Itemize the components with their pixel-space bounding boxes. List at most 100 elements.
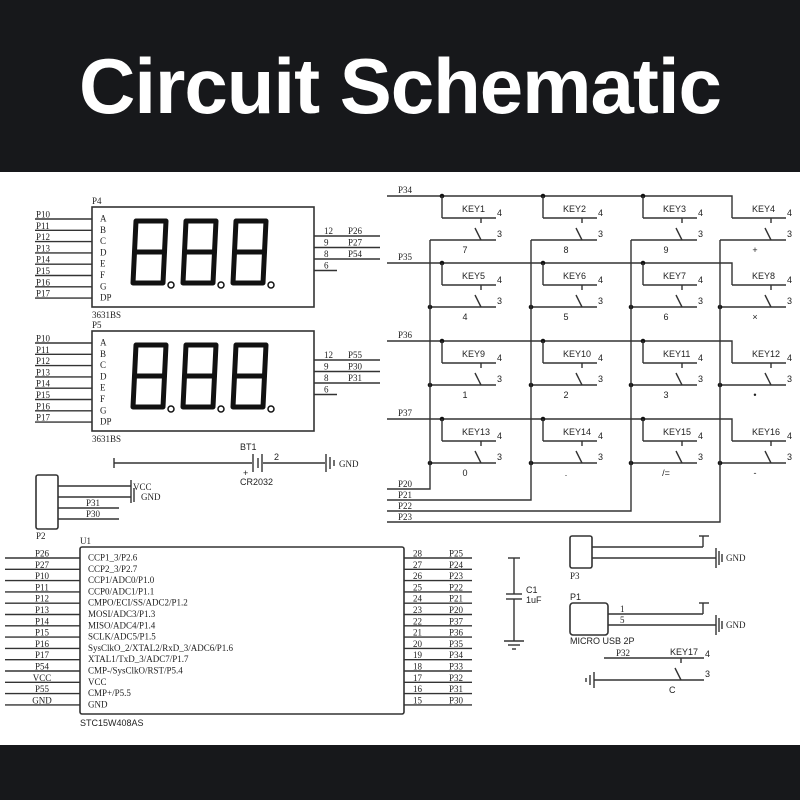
key-name: KEY10 [563,349,591,359]
decimal-point [217,405,225,413]
key-pin-4: 4 [698,353,703,363]
pin-number: 23 [413,605,423,615]
segment-label: G [100,281,107,291]
pin-number: 8 [324,249,329,259]
net-label: P55 [35,684,50,694]
pin-number: 28 [413,549,423,559]
pin-number: 12 [324,350,333,360]
pin-function: VCC [88,677,107,687]
cap-ref: C1 [526,585,538,595]
seven-segment-digit [180,342,225,413]
pin-number: 9 [324,238,329,248]
key-pin-3: 3 [705,669,710,679]
pin-function: CMP-/SysClkO/RST/P5.4 [88,666,183,676]
net-label: P54 [348,249,363,259]
pin-number: 6 [324,261,329,271]
footer-band [0,745,800,800]
key-pin-3: 3 [497,374,502,384]
net-label: P12 [36,232,50,242]
net-label: P31 [348,373,362,383]
key-pin-4: 4 [787,431,792,441]
pin-number: 26 [413,571,423,581]
key-pin-4: 4 [497,275,502,285]
net-label: P15 [36,390,51,400]
battery-plus: + [243,468,248,478]
connector-body [35,474,59,530]
key-pin-3: 3 [598,374,603,384]
key-pin-3: 3 [698,229,703,239]
key-legend: . [565,468,568,478]
key-pin-4: 4 [787,275,792,285]
key-pin-4: 4 [698,431,703,441]
net-label: P25 [449,549,464,559]
key-pin-3: 3 [497,296,502,306]
pin-function: SysClkO_2/XTAL2/RxD_3/ADC6/P1.6 [88,643,234,653]
row-net-label: P36 [398,330,413,340]
cap-value: 1uF [526,595,542,605]
net-label: GND [32,695,52,705]
switch-blade [575,227,583,241]
gnd-label: GND [726,553,746,563]
key-pin-3: 3 [787,452,792,462]
pin-function: CCP0/ADC1/P1.1 [88,586,154,596]
switch-blade [675,372,683,386]
battery-part: CR2032 [240,477,273,487]
ic-body [79,546,405,715]
switch-blade [675,227,683,241]
key-legend: /= [662,468,670,478]
digit-outline [180,342,219,410]
net-label: P11 [36,345,50,355]
net-label: P30 [449,695,464,705]
net-label: P17 [35,650,50,660]
key-legend: + [752,245,757,255]
pin-number: 1 [620,604,625,614]
key-legend: 0 [462,468,467,478]
pin-number: 15 [413,695,423,705]
pin-function: CMPO/ECI/SS/ADC2/P1.2 [88,598,188,608]
pin-function: MISO/ADC4/P1.4 [88,620,156,630]
column-wire-p22 [387,240,632,512]
key-pin-3: 3 [598,229,603,239]
key-pin-3: 3 [497,229,502,239]
key-name: KEY1 [462,204,485,214]
segment-label: E [100,259,106,269]
segment-label: C [100,360,106,370]
row-wire-p37 [387,418,733,441]
ic-ref: U1 [80,536,91,546]
pin-number: 18 [413,662,423,672]
pin-number: 22 [413,616,422,626]
segment-label: F [100,270,105,280]
segment-label: B [100,225,106,235]
net-label: P22 [449,582,463,592]
key-legend: 2 [563,390,568,400]
key-pin-3: 3 [787,296,792,306]
net-label: P37 [449,616,464,626]
key-name: KEY17 [670,647,698,657]
net-label: P13 [36,243,51,253]
digit-outline [230,342,269,410]
net-label: P17 [36,289,51,299]
key-name: KEY11 [663,349,690,359]
column-net-label: P22 [398,501,412,511]
row-wire-p35 [387,262,733,285]
pin-function: CMP+/P5.5 [88,688,131,698]
net-label: P32 [616,648,630,658]
pin-number: 25 [413,582,423,592]
key-legend: • [753,390,756,400]
key-legend: 1 [462,390,467,400]
pin-number: 16 [413,684,423,694]
key-pin-3: 3 [787,374,792,384]
row-wire-p36 [387,340,733,363]
row-net-label: P34 [398,185,413,195]
pin-number: 9 [324,362,329,372]
switch-blade [675,294,683,308]
key-name: KEY2 [563,204,586,214]
pin-number: 19 [413,650,423,660]
column-net-label: P21 [398,490,412,500]
key-legend: 7 [462,245,467,255]
pin-number: 21 [413,628,422,638]
key-legend: C [669,685,676,695]
pin-number: 5 [620,615,625,625]
